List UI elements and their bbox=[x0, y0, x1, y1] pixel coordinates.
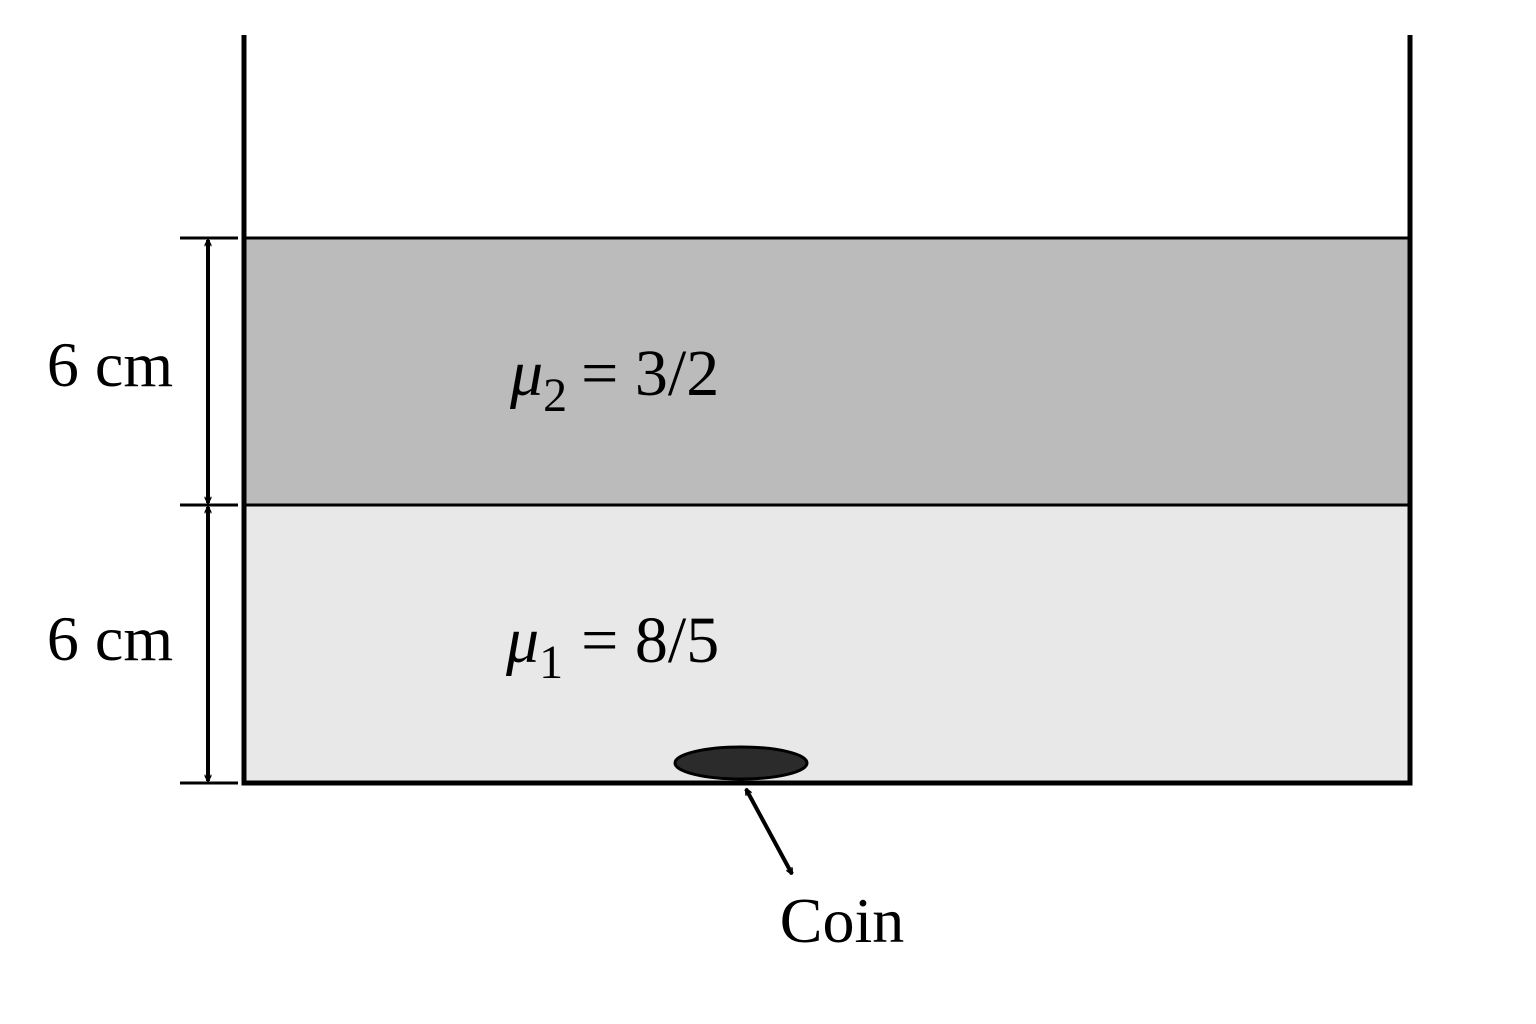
coin-label: Coin bbox=[780, 885, 904, 956]
coin-pointer-arrow bbox=[744, 789, 794, 874]
lower-liquid-layer bbox=[244, 505, 1410, 783]
mu-subscript: 1 bbox=[539, 636, 563, 689]
mu-symbol: μ bbox=[509, 337, 543, 410]
coin bbox=[673, 745, 809, 781]
container-outline bbox=[241, 35, 1413, 786]
mu-subscript: 2 bbox=[543, 369, 567, 422]
upper-liquid-layer bbox=[244, 238, 1410, 505]
lower-thickness-label: 6 cm bbox=[47, 603, 173, 674]
upper-thickness-label: 6 cm bbox=[47, 329, 173, 400]
upper-refractive-index-label: μ2 = 3/2 bbox=[509, 337, 719, 422]
mu-value: = 8/5 bbox=[581, 604, 719, 677]
lower-refractive-index-label: μ1 = 8/5 bbox=[505, 604, 719, 689]
mu-symbol: μ bbox=[505, 604, 539, 677]
mu-value: = 3/2 bbox=[581, 337, 719, 410]
